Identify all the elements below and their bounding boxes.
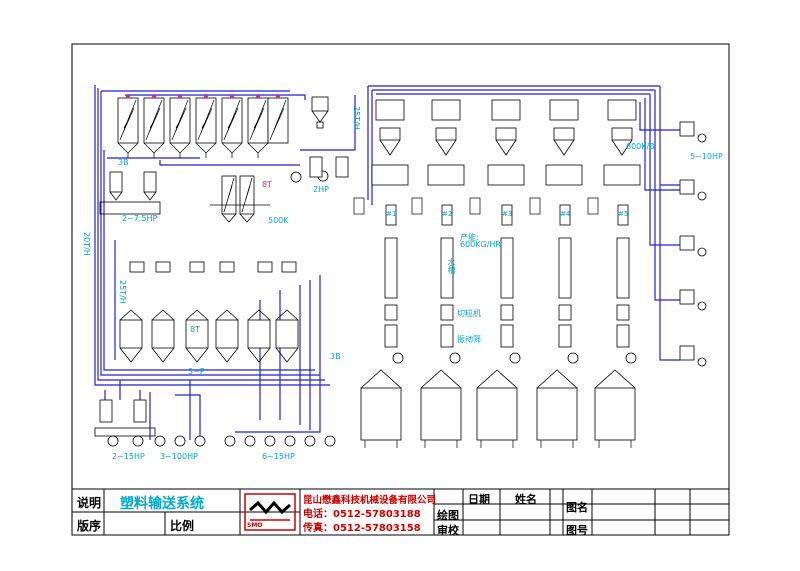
label-cutter: 切粒机 (457, 309, 481, 318)
label-rate-20t: 20T/H (82, 232, 91, 256)
line-mark-4: #4 (560, 210, 571, 218)
label-hp-2: 2HP (313, 185, 329, 194)
blower-2hp-group (290, 156, 349, 183)
bottom-filters-left (94, 399, 156, 437)
screw-conveyors-top (119, 99, 287, 141)
small-hopper (311, 96, 329, 129)
desc-label: 说明 (77, 496, 102, 510)
blowers-bottom-left (107, 435, 336, 447)
silo-8t-center (210, 175, 270, 223)
screw-8t (223, 177, 253, 213)
production-line-4 (536, 99, 583, 441)
label-hp-3: 3~P (188, 367, 205, 376)
production-line-2 (420, 99, 465, 441)
company-fax: 传真：0512-57803158 (303, 523, 421, 534)
production-line-3 (476, 99, 525, 441)
company-name: 昆山懋鑫科技机械设备有限公司 (303, 495, 437, 506)
bottom-frames (364, 440, 632, 448)
drawing-no-label: 图号 (566, 524, 588, 537)
label-8t-center: 8T (262, 180, 272, 189)
order-label: 版序 (77, 519, 102, 533)
label-600kb: 600K/B (626, 142, 655, 151)
line-mark-2: #2 (442, 210, 453, 218)
label-3b-top: 3B (118, 158, 129, 167)
logo-text: SMO (247, 522, 263, 529)
label-water-tank: 水槽 (447, 258, 456, 274)
label-3b-mid: 3B (330, 352, 341, 361)
filter-units-left (99, 171, 161, 215)
pink-dots-top (126, 95, 280, 98)
label-hp-6-15: 6~15HP (262, 452, 295, 461)
label-output: 产能: (460, 233, 479, 242)
label-output-rate: 600KG/HR (460, 240, 501, 249)
hoppers-row-mid (129, 261, 297, 273)
scale-label: 比例 (170, 519, 195, 533)
company-logo (244, 493, 296, 531)
silo-legs-top (117, 142, 269, 158)
line-mark-5: #5 (618, 210, 629, 218)
blowers-right (679, 121, 707, 367)
label-hp-2-75: 2~7.5HP (122, 214, 158, 223)
production-line-1 (360, 99, 409, 441)
system-name: 塑料输送系统 (120, 496, 204, 512)
line-mark-1: #1 (386, 210, 397, 218)
label-rate-25t-mid: 25T/H (118, 280, 127, 304)
title-block (71, 488, 730, 536)
production-line-5 (594, 99, 641, 441)
draw-label: 绘图 (437, 509, 459, 522)
line-mark-3: #3 (502, 210, 513, 218)
check-label: 审校 (437, 524, 459, 537)
label-hp-2-15: 2~15HP (112, 452, 145, 461)
company-phone: 电话：0512-57803188 (303, 509, 421, 520)
label-500k: 500K (268, 216, 289, 225)
date-label: 日期 (468, 493, 490, 506)
name-label: 姓名 (515, 493, 537, 506)
label-hp-5-10: 5~10HP (690, 152, 723, 161)
side-filters-right (353, 197, 599, 215)
label-8t-mid: 8T (190, 325, 200, 334)
label-vibrating-screen: 振动筛 (457, 335, 481, 344)
label-rate-25t-top: 25T/H (352, 106, 361, 130)
label-hp-3-100: 3~100HP (160, 452, 198, 461)
drawing-name-label: 图名 (566, 501, 588, 514)
storage-silos-mid (119, 309, 299, 363)
blue-pipes-right (367, 85, 690, 361)
silo-bank-top (117, 97, 289, 144)
